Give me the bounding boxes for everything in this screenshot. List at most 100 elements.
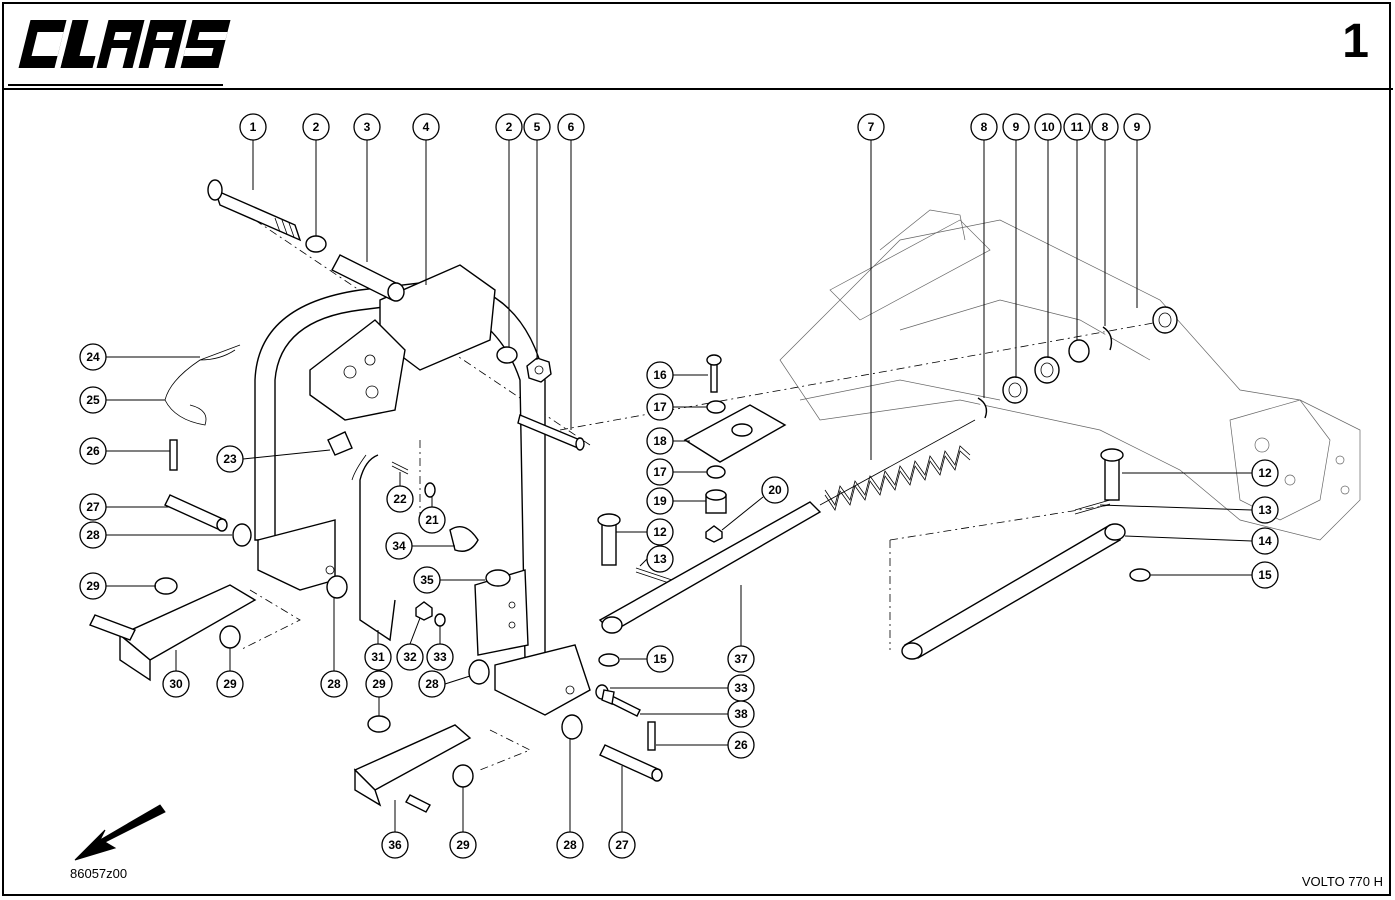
bolt-38 [601, 689, 641, 717]
callout-35: 35 [413, 566, 485, 594]
callout-28: 28 [418, 670, 471, 698]
callout-2: 2 [495, 113, 523, 347]
callout-26: 26 [656, 731, 755, 759]
callout-28: 28 [556, 739, 584, 859]
callout-29: 29 [216, 648, 244, 698]
callout-38: 38 [640, 700, 755, 728]
callout-16: 16 [646, 361, 708, 389]
svg-text:9: 9 [1013, 120, 1020, 134]
washer-17a [706, 400, 726, 414]
hook-34 [449, 526, 479, 552]
logo-underline [8, 84, 223, 86]
callout-15: 15 [620, 645, 674, 673]
washer-28a [232, 523, 252, 547]
callout-29: 29 [449, 787, 477, 859]
callout-12: 12 [1122, 459, 1279, 487]
callout-28: 28 [79, 521, 232, 549]
bracket-30 [89, 584, 257, 682]
svg-text:3: 3 [364, 120, 371, 134]
u-bolt-31 [351, 454, 396, 642]
callout-14: 14 [1124, 527, 1279, 555]
washer-21 [424, 482, 436, 498]
svg-text:17: 17 [653, 400, 667, 414]
pad-plate-18 [683, 404, 787, 463]
washer-15b [1129, 568, 1151, 582]
callout-8: 8 [1091, 113, 1119, 326]
compression-spring-7 [819, 419, 976, 511]
callout-3: 3 [353, 113, 381, 262]
callout-18: 18 [646, 427, 690, 455]
washer-28c [468, 659, 490, 685]
callout-29: 29 [79, 572, 156, 600]
callout-21: 21 [418, 497, 446, 534]
drawing-code: 86057z00 [70, 866, 128, 881]
callout-8: 8 [970, 113, 998, 398]
callout-30: 30 [162, 650, 190, 698]
washer-2b [496, 346, 518, 364]
callout-25: 25 [79, 386, 165, 414]
washer-28b [326, 575, 348, 599]
callout-11: 11 [1063, 113, 1091, 340]
callout-19: 19 [646, 487, 706, 515]
svg-text:2: 2 [313, 120, 320, 134]
svg-text:9: 9 [1134, 120, 1141, 134]
split-pin-13a [635, 567, 673, 585]
header-divider [4, 88, 1393, 90]
svg-text:1: 1 [250, 120, 257, 134]
callout-27: 27 [79, 493, 170, 521]
callout-2: 2 [302, 113, 330, 236]
callout-9: 9 [1002, 113, 1030, 378]
svg-text:7: 7 [868, 120, 875, 134]
bush-10 [1034, 356, 1060, 384]
callout-24: 24 [79, 343, 200, 371]
svg-text:26: 26 [734, 738, 748, 752]
nut-32 [415, 601, 433, 621]
svg-text:19: 19 [653, 494, 667, 508]
page-number: 1 [1342, 15, 1369, 68]
callout-33: 33 [426, 626, 454, 671]
callout-labels: 1 2 3 4 2 5 6 7 8 9 10 11 8 9 24 25 26 2… [79, 113, 1279, 859]
callout-9: 9 [1123, 113, 1151, 308]
bolt-1 [207, 179, 302, 242]
circlip-8b [1102, 326, 1113, 351]
svg-text:28: 28 [86, 528, 100, 542]
roll-pin-26b [647, 721, 656, 751]
roll-pin-26a [169, 439, 178, 471]
callout-34: 34 [385, 532, 455, 560]
svg-text:36: 36 [388, 838, 402, 852]
svg-text:28: 28 [563, 838, 577, 852]
svg-text:12: 12 [1258, 466, 1272, 480]
main-u-frame [254, 264, 591, 716]
svg-text:11: 11 [1071, 120, 1084, 134]
svg-text:30: 30 [169, 677, 183, 691]
callout-5: 5 [523, 113, 551, 360]
svg-text:14: 14 [1258, 534, 1272, 548]
spring-rod-37 [598, 501, 822, 634]
svg-text:8: 8 [1102, 120, 1109, 134]
bracket-36 [353, 724, 472, 813]
callout-13: 13 [1099, 496, 1279, 524]
callout-6: 6 [557, 113, 585, 430]
bolt-16 [706, 354, 722, 393]
svg-text:29: 29 [372, 677, 386, 691]
washer-28d [561, 714, 583, 740]
svg-text:29: 29 [456, 838, 470, 852]
svg-text:28: 28 [327, 677, 341, 691]
svg-text:37: 37 [734, 652, 748, 666]
callout-26: 26 [79, 437, 170, 465]
svg-text:2: 2 [506, 120, 513, 134]
circlip-8a [977, 397, 988, 419]
svg-text:16: 16 [653, 368, 667, 382]
svg-text:15: 15 [1258, 568, 1272, 582]
callout-12: 12 [616, 518, 674, 546]
bush-9b [1152, 306, 1178, 334]
callout-37: 37 [727, 585, 755, 673]
page-number-underline [1249, 88, 1385, 90]
washer-29a [154, 577, 178, 595]
svg-text:10: 10 [1041, 120, 1055, 134]
split-pin-22 [391, 461, 409, 475]
svg-text:13: 13 [653, 552, 667, 566]
svg-text:32: 32 [403, 650, 417, 664]
svg-text:33: 33 [433, 650, 447, 664]
